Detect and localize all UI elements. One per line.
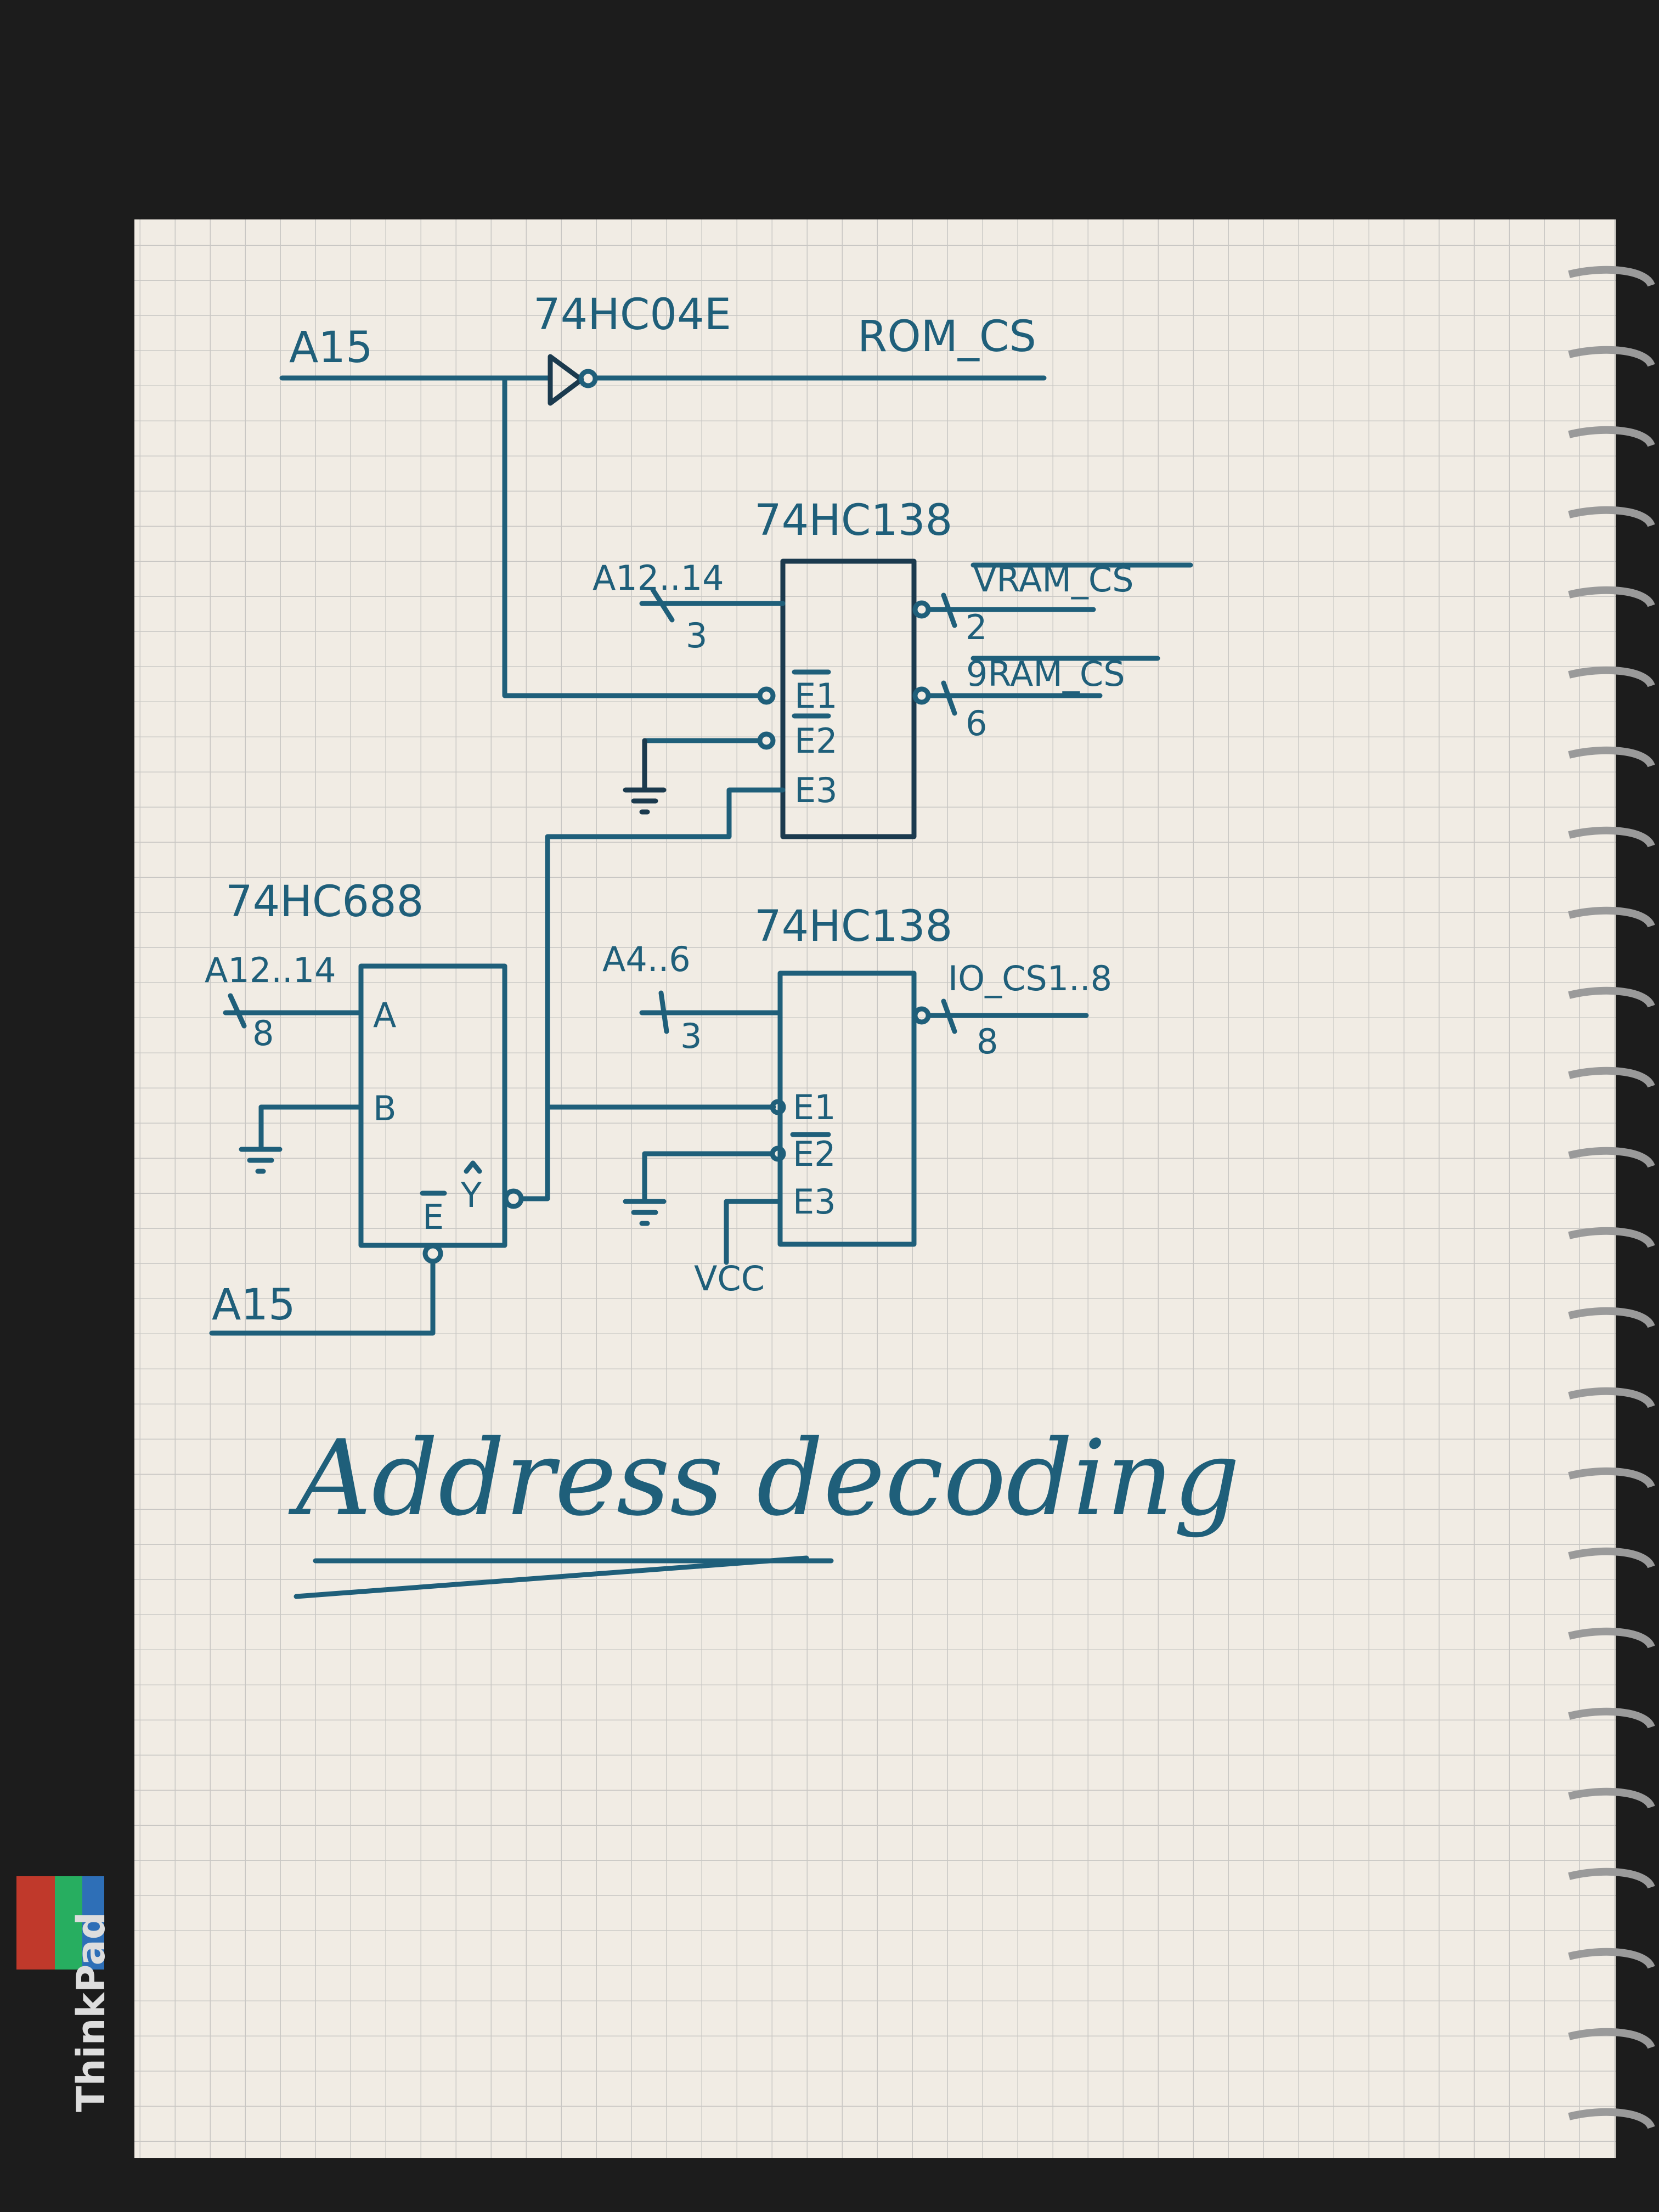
spiral-ring <box>1568 2108 1655 2130</box>
svg-text:B: B <box>373 1088 397 1128</box>
spiral-ring <box>1568 346 1655 368</box>
spiral-ring <box>1568 1948 1655 1970</box>
spiral-ring <box>1568 2028 1655 2050</box>
inverter-part-label: 74HC04E <box>533 290 731 340</box>
spiral-ring <box>1568 586 1655 608</box>
svg-text:3: 3 <box>686 616 707 656</box>
svg-text:IO_CS1..8: IO_CS1..8 <box>948 958 1112 998</box>
spiral-ring <box>1568 1627 1655 1649</box>
comparator-part-label: 74HC688 <box>225 877 424 927</box>
decoder1-part-label: 74HC138 <box>754 496 952 545</box>
svg-text:2: 2 <box>966 607 987 647</box>
spiral-ring <box>1568 1467 1655 1489</box>
spiral-ring <box>1568 906 1655 928</box>
svg-text:A4..6: A4..6 <box>602 939 691 979</box>
spiral-ring <box>1568 746 1655 768</box>
spiral-ring <box>1568 1387 1655 1409</box>
thinkpad-logo: ThinkPad <box>16 1876 114 2112</box>
inverter-symbol <box>548 354 584 406</box>
svg-text:E2: E2 <box>793 1134 836 1174</box>
svg-text:3: 3 <box>680 1016 702 1056</box>
svg-text:A12..14: A12..14 <box>205 950 336 990</box>
svg-text:E1: E1 <box>794 676 838 716</box>
spiral-ring <box>1568 1707 1655 1729</box>
a15-label: A15 <box>289 323 373 373</box>
spiral-ring <box>1568 1066 1655 1088</box>
svg-text:9RAM_CS: 9RAM_CS <box>966 654 1125 694</box>
ground-symbol <box>623 738 667 815</box>
svg-text:VRAM_CS: VRAM_CS <box>973 560 1134 600</box>
decoder2-chip <box>777 970 917 1247</box>
spiral-ring <box>1568 986 1655 1008</box>
svg-text:8: 8 <box>977 1022 998 1062</box>
spiral-ring <box>1568 1307 1655 1329</box>
spiral-ring <box>1568 1547 1655 1569</box>
svg-text:A15: A15 <box>212 1280 296 1330</box>
spiral-ring <box>1568 506 1655 528</box>
svg-text:8: 8 <box>252 1013 274 1053</box>
svg-text:E: E <box>422 1197 444 1237</box>
spiral-ring <box>1568 826 1655 848</box>
spiral-ring <box>1568 266 1655 287</box>
svg-text:VCC: VCC <box>694 1259 765 1299</box>
svg-text:E3: E3 <box>793 1182 836 1222</box>
decoder2-part-label: 74HC138 <box>754 902 952 951</box>
spiral-ring <box>1568 1147 1655 1169</box>
rom-cs-label: ROM_CS <box>857 312 1036 362</box>
spiral-ring <box>1568 1227 1655 1249</box>
svg-text:E3: E3 <box>794 770 838 810</box>
svg-text:ThinkPad: ThinkPad <box>69 1912 114 2112</box>
spiral-ring <box>1568 666 1655 688</box>
svg-text:E1: E1 <box>793 1087 836 1127</box>
spiral-ring <box>1568 1867 1655 1889</box>
spiral-binding <box>1568 266 1655 2130</box>
spiral-ring <box>1568 1787 1655 1809</box>
spiral-ring <box>1568 426 1655 448</box>
svg-text:Y: Y <box>460 1175 482 1215</box>
svg-text:A: A <box>373 995 396 1035</box>
svg-text:A12..14: A12..14 <box>592 558 724 598</box>
title-underline <box>294 1555 834 1599</box>
svg-text:E2: E2 <box>794 721 838 761</box>
diagram-title: Address decoding <box>288 1418 1240 1539</box>
svg-text:6: 6 <box>966 703 987 743</box>
